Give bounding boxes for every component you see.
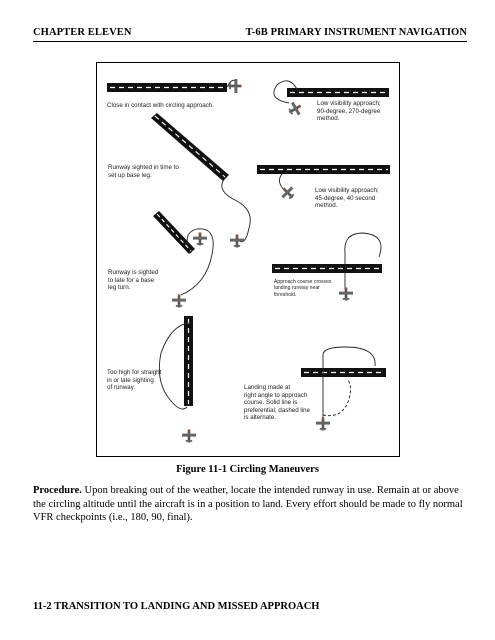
figure-caption: Figure 11-1 Circling Maneuvers: [176, 464, 319, 475]
label-crosses-threshold: Approach course crosses landing runway n…: [274, 279, 332, 298]
aircraft-icon: [193, 232, 207, 246]
aircraft-icon: [339, 287, 353, 301]
label-close-in: Close in contact with circling approach.: [107, 102, 214, 109]
runway-sighted-late: [153, 211, 195, 254]
path-right-angle-solid: [322, 346, 376, 418]
chapter-title: CHAPTER ELEVEN: [33, 27, 132, 38]
label-sighted-in-time: Runway sighted in time to set up base le…: [108, 164, 179, 179]
aircraft-icon: [182, 429, 196, 443]
path-too-high: [158, 322, 190, 410]
page-footer: 11-2 TRANSITION TO LANDING AND MISSED AP…: [33, 601, 320, 612]
aircraft-icon: [172, 294, 186, 308]
aircraft-icon: [285, 99, 305, 119]
path-right-angle-dashed: [322, 378, 352, 417]
runway-threshold: [272, 264, 382, 273]
runway-close-in: [107, 83, 227, 92]
figure-drawing: [107, 79, 390, 443]
aircraft-icon: [316, 417, 330, 431]
path-base-leg: [221, 176, 251, 243]
aircraft-icon: [228, 79, 242, 93]
path-low-vis-90: [273, 80, 298, 104]
aircraft-icon: [230, 234, 244, 248]
path-sighted-late: [180, 228, 214, 296]
label-low-vis-45: Low visibility approach; 45-degree, 40 s…: [315, 187, 379, 210]
runway-low-vis-45: [257, 165, 390, 174]
path-threshold: [344, 232, 382, 289]
procedure-lead: Procedure.: [33, 485, 82, 496]
procedure-text: Upon breaking out of the weather, locate…: [33, 485, 463, 523]
procedure-paragraph: Procedure. Upon breaking out of the weat…: [33, 484, 469, 525]
label-right-angle: Landing made at right angle to approach …: [244, 384, 311, 422]
circling-maneuvers-figure: Close in contact with circling approach.…: [96, 62, 400, 457]
runway-low-vis-90: [287, 88, 389, 97]
header-rule: [33, 41, 467, 42]
section-title: T-6B PRIMARY INSTRUMENT NAVIGATION: [245, 27, 467, 38]
runway-right-angle: [301, 368, 386, 377]
label-sighted-late: Runway is sighted to late for a base leg…: [108, 269, 159, 292]
label-too-high: Too high for straight in or late sightin…: [107, 369, 162, 392]
runway-diagonal: [151, 113, 229, 181]
label-low-vis-90: Low visibility approach; 90-degree, 270-…: [317, 100, 381, 123]
runway-vertical: [184, 316, 193, 406]
